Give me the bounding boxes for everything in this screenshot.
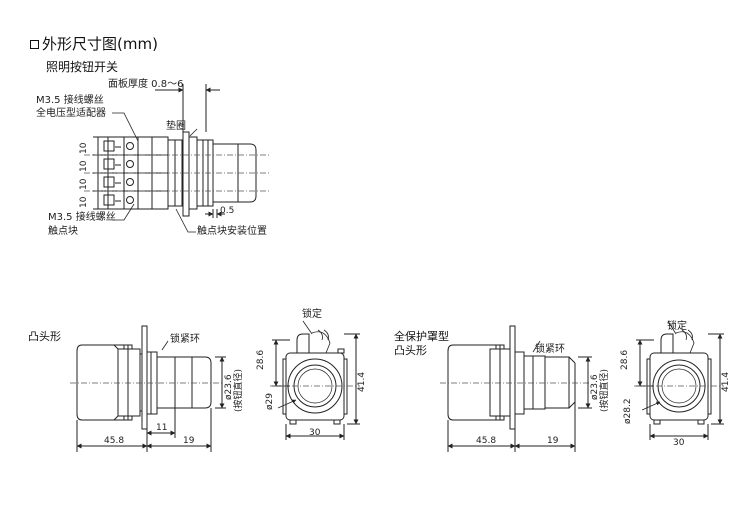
dim-total-width: 45.8: [104, 436, 125, 446]
screw-icon: [126, 142, 134, 150]
dim-19: 19: [547, 436, 559, 446]
section-title-convex: 凸头形: [28, 330, 61, 343]
dim-total-width: 45.8: [476, 436, 497, 446]
pitch-dim: 10: [79, 142, 89, 154]
dim-41-4: 41.4: [721, 371, 731, 392]
dia-label: ø23.6: [590, 374, 600, 400]
dim-11: 11: [156, 423, 168, 433]
ring-label: 锁紧环: [170, 334, 200, 345]
dia-note: (按钮直径): [600, 368, 610, 412]
contact-position-label: 触点块安装位置: [197, 226, 267, 237]
dia-note: (按钮直径): [234, 368, 244, 412]
guard-side-view: [440, 325, 592, 452]
dim-19: 19: [183, 436, 195, 446]
dim-dia: ø28.2: [623, 398, 633, 424]
lock-label: 锁定: [667, 321, 687, 332]
screw-icon: [126, 196, 134, 204]
subtitle: 照明按钮开关: [46, 60, 119, 74]
dim-dia: ø29: [265, 393, 275, 410]
checkbox-square-icon: [30, 40, 39, 49]
lock-label: 锁定: [302, 309, 322, 320]
dim-0-5: 0.5: [220, 206, 235, 216]
panel-thickness-label: 面板厚度 0.8～6: [108, 79, 184, 90]
pitch-dim: 10: [79, 196, 89, 208]
dim-30: 30: [673, 438, 685, 448]
convex-side-view: [70, 325, 226, 452]
dim-28-6: 28.6: [620, 349, 630, 370]
convex-front-view: [270, 320, 360, 440]
dim-30: 30: [309, 428, 321, 438]
button-head: [213, 143, 257, 203]
screw-label-top: M3.5 接线螺丝: [36, 95, 104, 106]
dim-41-4: 41.4: [357, 371, 367, 392]
pitch-dim: 10: [79, 178, 89, 190]
dia-label: ø23.6: [224, 374, 234, 400]
top-side-view: [84, 84, 270, 233]
ring-label: 锁紧环: [535, 344, 565, 355]
screw-icon: [126, 178, 134, 186]
section-title-guard: 全保护罩型 凸头形: [394, 330, 449, 357]
screw-icon: [126, 160, 134, 168]
adapter-label: 全电压型适配器: [36, 108, 106, 119]
guard-front-view: [634, 320, 724, 440]
gasket-label: 垫圈: [166, 121, 186, 132]
pitch-dim: 10: [79, 160, 89, 172]
dim-28-6: 28.6: [256, 349, 266, 370]
contact-block-label: 触点块: [48, 226, 78, 237]
panel: [182, 131, 190, 217]
page-title: 外形尺寸图(mm): [30, 37, 158, 52]
screw-label-bottom: M3.5 接线螺丝: [48, 212, 116, 223]
